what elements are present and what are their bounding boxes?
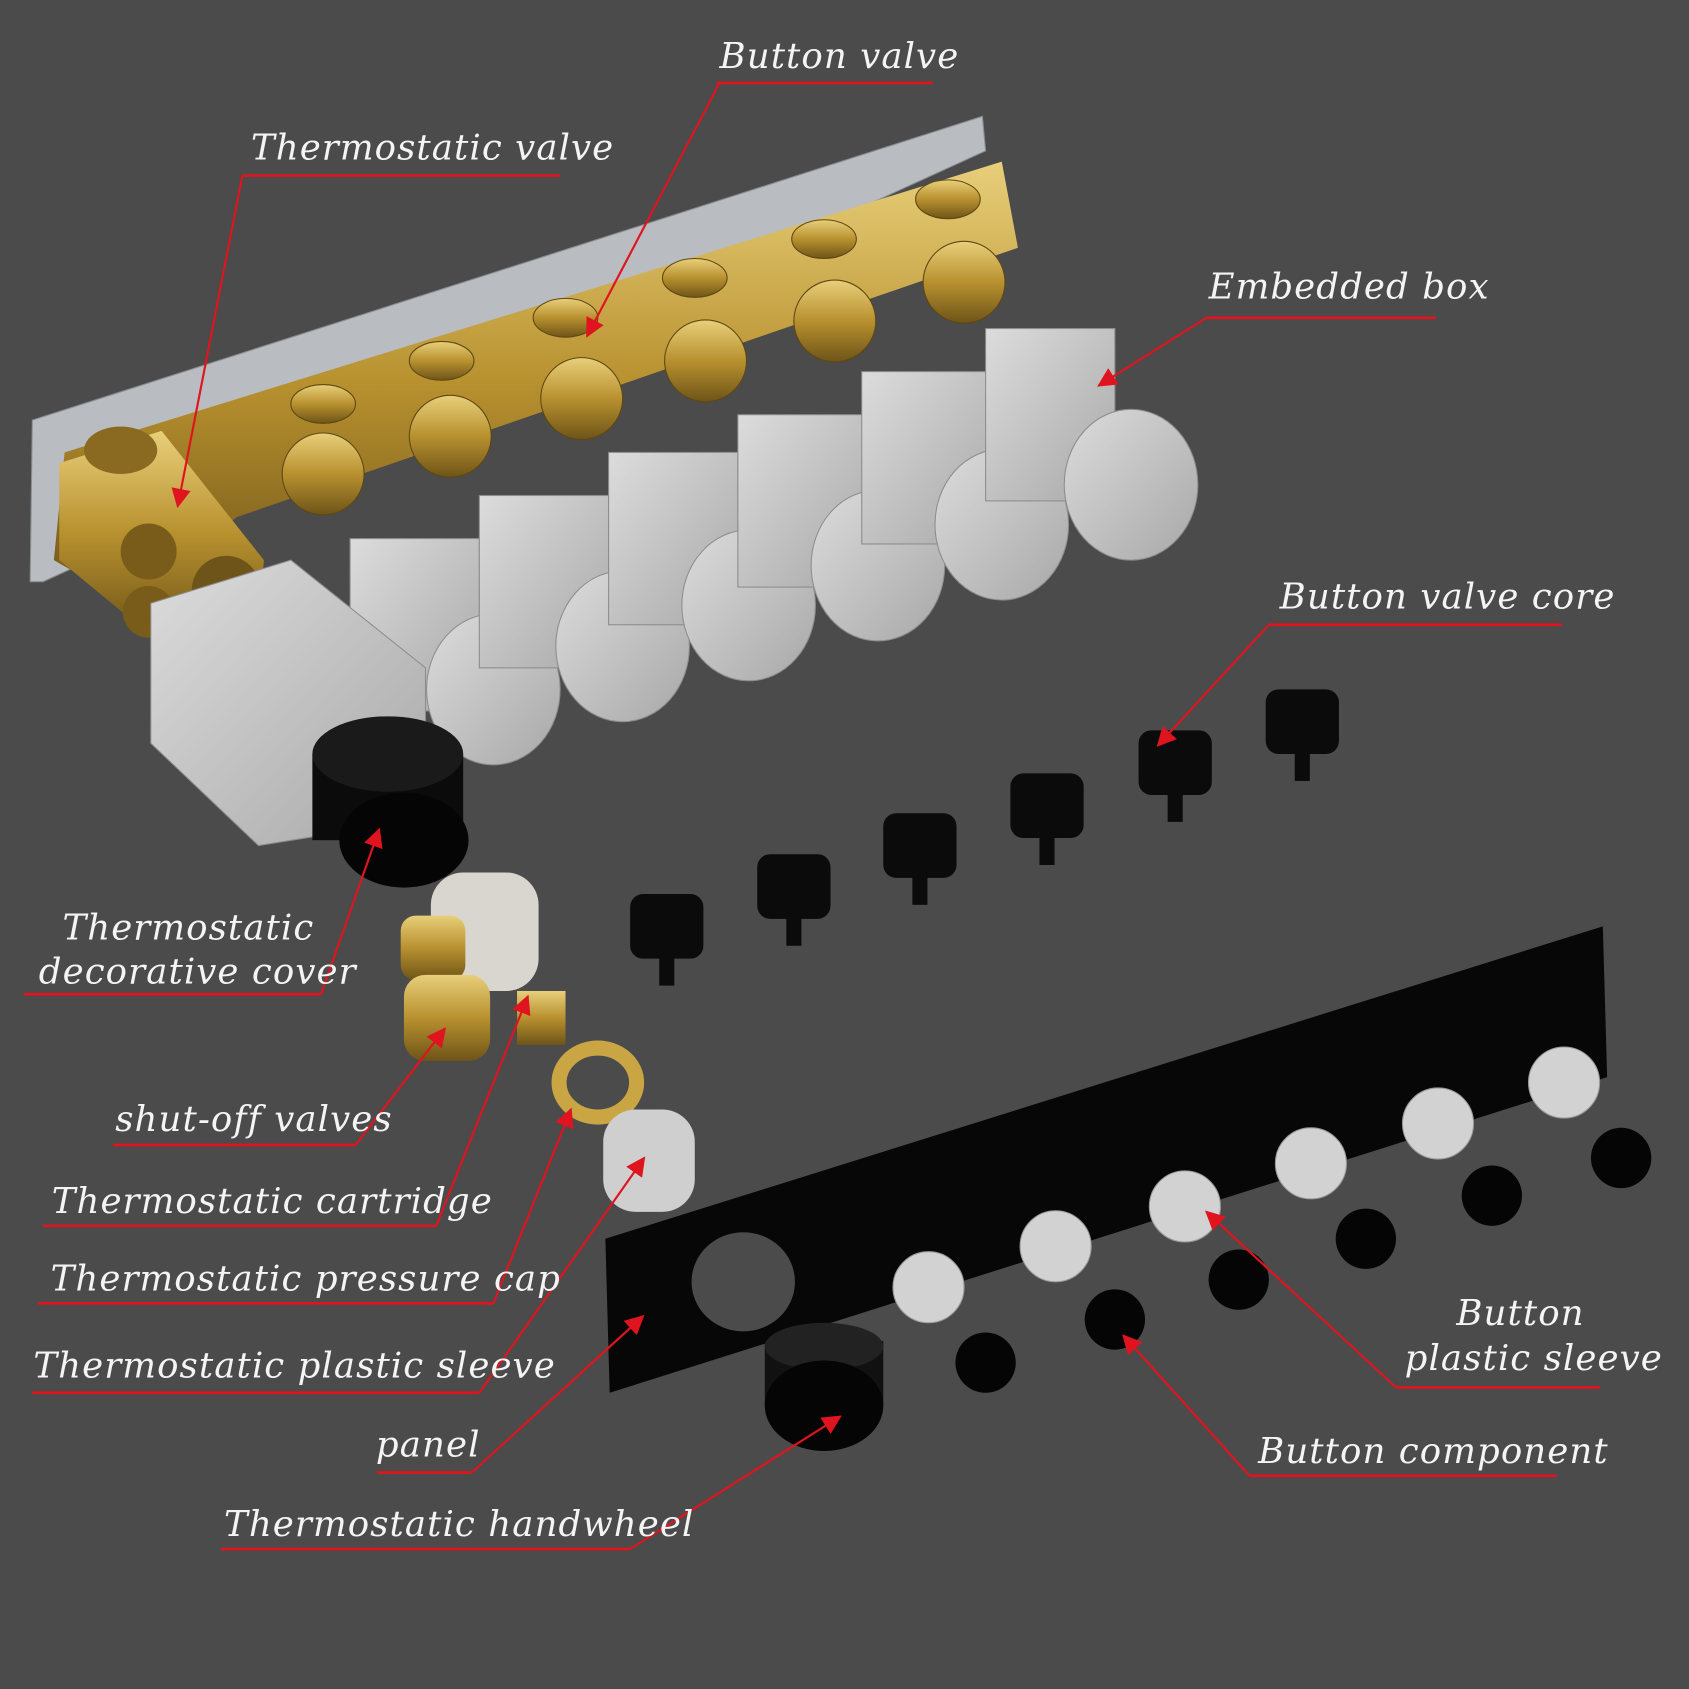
thermostatic-decorative-cover — [312, 716, 469, 888]
panel-hole — [691, 1232, 795, 1332]
label-thermostatic-valve: Thermostatic valve — [251, 127, 614, 168]
label-thermostatic-pressure-cap: Thermostatic pressure cap — [51, 1258, 561, 1299]
button-plastic-sleeves — [892, 1046, 1601, 1324]
label-thermostatic-handwheel: Thermostatic handwheel — [224, 1504, 694, 1545]
embedded-boxes — [349, 327, 1199, 766]
label-button-component: Button component — [1257, 1431, 1609, 1472]
button-valve-bodies — [281, 179, 1006, 516]
label-thermostatic-cartridge: Thermostatic cartridge — [52, 1181, 493, 1222]
label-thermostatic-plastic-sleeve: Thermostatic plastic sleeve — [33, 1346, 555, 1387]
shut-off-valves — [400, 915, 491, 1062]
panel — [605, 926, 1608, 1393]
label-button-sleeve-line2: plastic sleeve — [1405, 1338, 1663, 1379]
leader-lines — [23, 81, 1600, 1551]
button-valve-cores — [630, 689, 1339, 986]
label-decorative-cover-line2: decorative cover — [39, 951, 358, 992]
thermostatic-handwheel — [764, 1322, 884, 1451]
label-embedded-box: Embedded box — [1208, 266, 1490, 307]
label-panel: panel — [376, 1424, 481, 1465]
button-components — [955, 1127, 1652, 1393]
label-decorative-cover-line1: Thermostatic — [62, 907, 314, 948]
label-button-valve: Button valve — [719, 36, 960, 77]
label-button-sleeve-line1: Button — [1455, 1293, 1584, 1334]
label-button-valve-core: Button valve core — [1279, 577, 1616, 618]
thermostatic-plastic-sleeve — [603, 1109, 695, 1212]
label-shut-off-valves: shut-off valves — [115, 1099, 392, 1140]
thermostatic-pressure-cap — [551, 1040, 645, 1125]
